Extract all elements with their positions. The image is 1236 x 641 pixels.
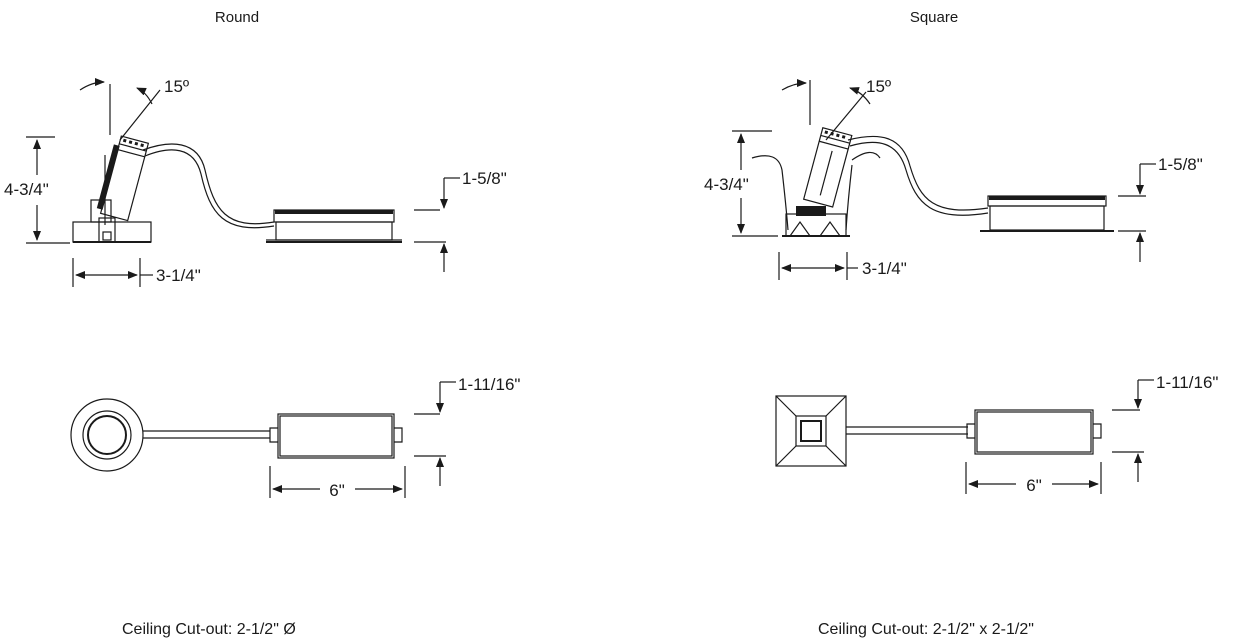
- round-aperture: [87, 415, 127, 455]
- round-driver-plan-tab-right: [394, 427, 403, 443]
- square-fin-dot-3: [836, 133, 840, 138]
- round-driver-plan: [269, 413, 403, 459]
- round-yoke: [98, 217, 116, 243]
- round-trim-outer: [70, 398, 144, 472]
- round-driver-plan-tab-left: [269, 427, 278, 443]
- square-fin-dot-2: [830, 132, 834, 136]
- square-title: Square: [910, 9, 958, 26]
- round-lamp-fins-2: [117, 149, 145, 158]
- round-cutout: Ceiling Cut-out: 2-1/2" Ø: [122, 621, 296, 638]
- round-lamp-side-bar: [96, 144, 120, 210]
- square-cable-lower: [849, 141, 989, 216]
- square-trim-inner: [795, 415, 827, 447]
- round-side-view: 15º 4-3/4": [4, 77, 507, 287]
- round-fin-dot-4: [140, 143, 144, 148]
- square-driver-plan-body: [974, 409, 1094, 455]
- round-driver-side: [266, 209, 402, 243]
- round-driver-plan-inner: [279, 415, 393, 457]
- round-lamp-fins-1: [119, 143, 147, 152]
- square-lamp-center: [819, 150, 833, 196]
- round-cable-upper: [142, 143, 275, 225]
- square-trim-bevels: [775, 395, 847, 467]
- square-lamp-fins-2: [819, 140, 849, 150]
- square-cable-upper: [847, 135, 989, 211]
- square-fin-dot-4: [841, 135, 846, 139]
- square-driver-top-band: [989, 196, 1105, 200]
- square-lamp-housing: [802, 127, 853, 208]
- square-column: Square 15º 4-3/4": [704, 9, 1218, 638]
- square-driver-length-label: 6": [1026, 476, 1042, 495]
- round-driver-length-label: 6": [329, 481, 345, 500]
- square-side-view: 15º 4-3/4": [704, 77, 1203, 280]
- square-width-label: 3-1/4": [862, 259, 907, 278]
- round-lamp-housing: [96, 135, 150, 222]
- round-driver-width-label: 1-11/16": [458, 375, 520, 394]
- round-title: Round: [215, 9, 259, 26]
- square-aperture: [800, 420, 822, 442]
- square-lamp-fins-1: [820, 134, 850, 144]
- square-trim-outer: [775, 395, 847, 467]
- round-tilt-arrow: [79, 78, 105, 91]
- square-lamp-body: [802, 127, 853, 208]
- round-column: Round 15º 4-3/4": [4, 9, 520, 638]
- square-spring-clip-left: [751, 155, 789, 231]
- round-fin-dot-3: [134, 141, 139, 146]
- square-driver-width-label: 1-11/16": [1156, 373, 1218, 392]
- round-driver-top-band: [275, 210, 393, 214]
- round-tilt-leader: [119, 89, 161, 141]
- round-fin-dot-1: [122, 138, 127, 143]
- round-plan-view: 1-11/16" 6": [70, 375, 520, 500]
- round-width-label: 3-1/4": [156, 266, 201, 285]
- square-driver-height-label: 1-5/8": [1158, 155, 1203, 174]
- round-tilt-label: 15º: [164, 77, 189, 96]
- square-driver-plan-tab-left: [966, 423, 975, 439]
- round-trim-mid: [82, 410, 132, 460]
- round-driver-plan-body: [277, 413, 395, 459]
- square-tilt-arrow: [781, 79, 807, 91]
- square-trim-pattern: [789, 220, 841, 237]
- square-height-label: 4-3/4": [704, 175, 749, 194]
- round-yoke-screw: [102, 231, 112, 241]
- square-tilt-arrow-2: [849, 87, 871, 105]
- round-driver-height-label: 1-5/8": [462, 169, 507, 188]
- square-driver-plan: [966, 409, 1102, 455]
- square-tilt-leader: [825, 91, 867, 141]
- square-driver-plan-inner: [976, 411, 1092, 453]
- square-base-plate: [796, 206, 826, 216]
- square-spring-clip-right: [851, 151, 881, 161]
- square-plan-view: 1-11/16" 6": [775, 373, 1218, 495]
- square-driver-body: [989, 205, 1105, 231]
- round-height-label: 4-3/4": [4, 180, 49, 199]
- square-fin-dot-1: [824, 130, 829, 135]
- round-cable-lower: [144, 149, 275, 229]
- square-tilt-label: 15º: [866, 77, 891, 96]
- round-fin-dot-2: [128, 140, 133, 145]
- round-trim-flange: [72, 221, 152, 243]
- round-driver-body: [275, 221, 393, 241]
- square-driver-plan-tab-right: [1093, 423, 1102, 439]
- square-cutout: Ceiling Cut-out: 2-1/2" x 2-1/2": [818, 621, 1034, 638]
- round-tilt-arrow-2: [136, 87, 153, 105]
- square-driver-side: [980, 195, 1114, 232]
- square-spring-clip-right-leg: [845, 164, 853, 231]
